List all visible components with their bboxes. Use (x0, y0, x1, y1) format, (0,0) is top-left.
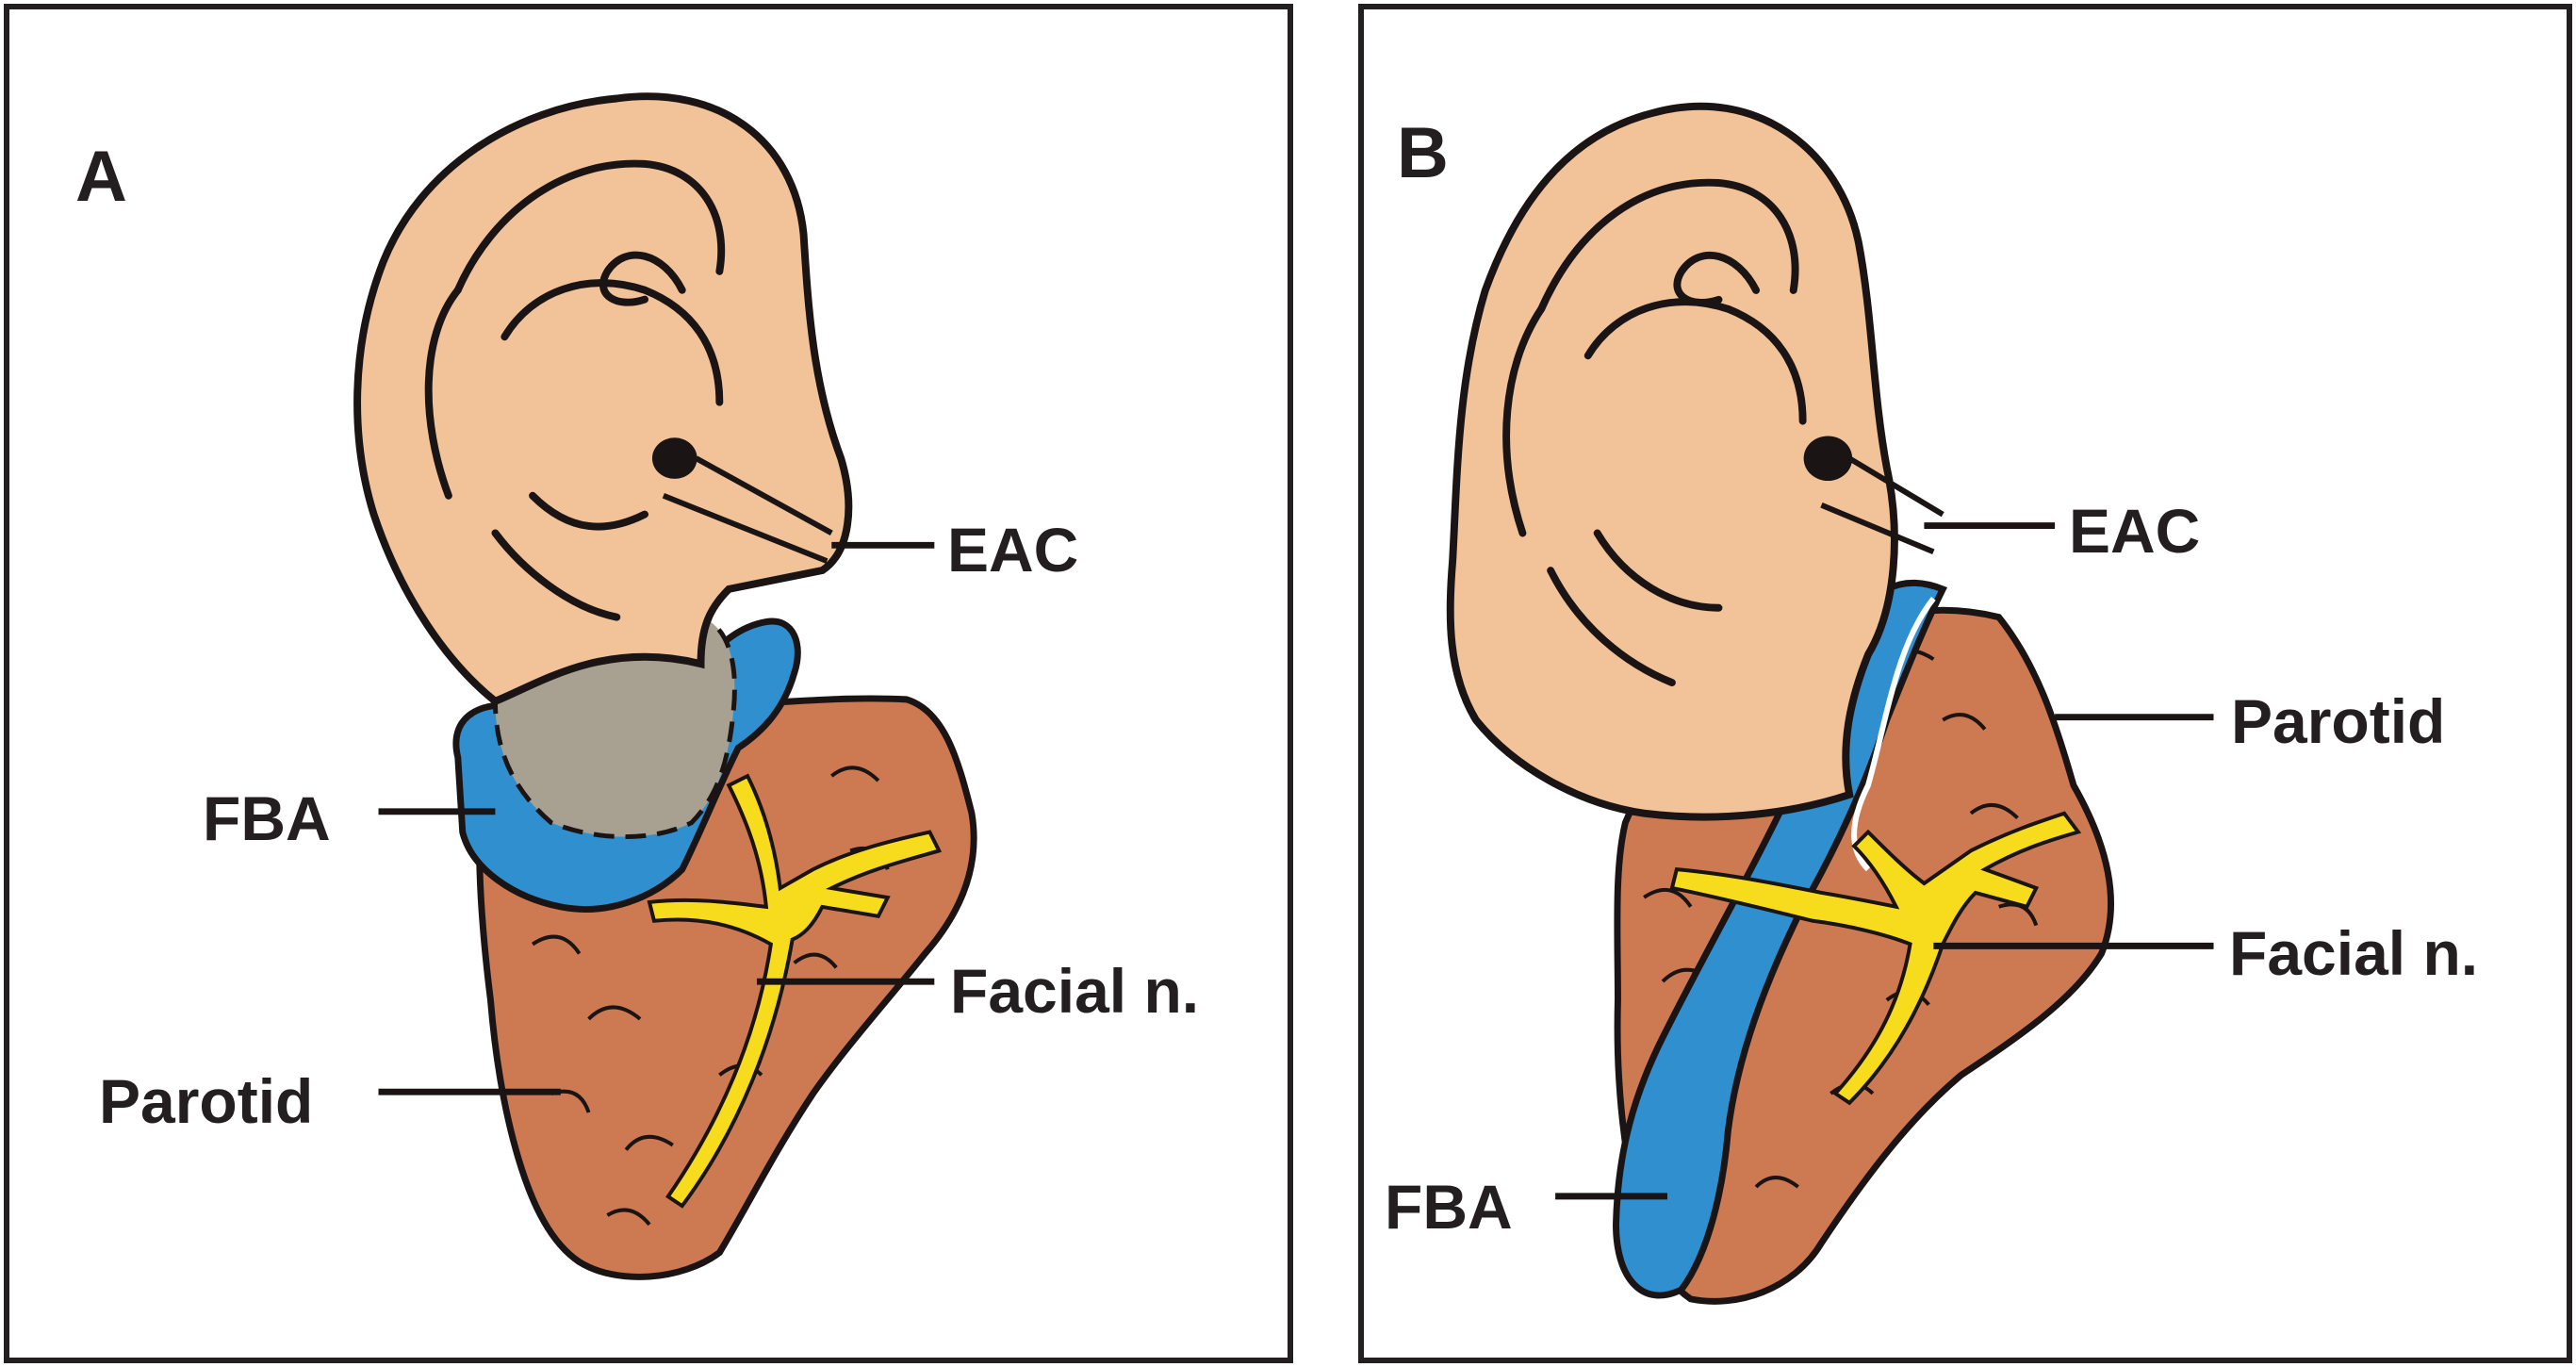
leader-lines-b (1555, 522, 2214, 1200)
ear-folds-b (1502, 178, 1807, 686)
label-eac-a: EAC (947, 515, 1079, 585)
ear-auricle-b (1446, 102, 1898, 821)
facial-nerve-b (1669, 811, 2082, 1106)
label-fba-b: FBA (1385, 1172, 1513, 1242)
label-parotid-b: Parotid (2231, 686, 2446, 756)
label-facial-b: Facial n. (2229, 918, 2479, 988)
panel-letter-a: A (75, 137, 127, 217)
leader-lines-a (378, 541, 935, 1095)
label-eac-b: EAC (2069, 496, 2201, 566)
panel-b: B EAC Parotid Facial n. FBA (1358, 4, 2572, 1363)
panel-b-illustration (1446, 102, 2214, 1305)
label-fba-a: FBA (203, 783, 331, 853)
ear-canal-a (651, 437, 833, 564)
ear-folds-a (424, 159, 726, 621)
ear-canal-b (1803, 436, 1944, 555)
panel-a-illustration (353, 92, 977, 1280)
panel-letter-b: B (1397, 113, 1449, 193)
facial-nerve-a (647, 773, 943, 1209)
panel-a: A EAC FBA Facial n. Parotid (4, 4, 1293, 1363)
label-facial-a: Facial n. (950, 956, 1200, 1026)
label-parotid-a: Parotid (99, 1066, 314, 1136)
